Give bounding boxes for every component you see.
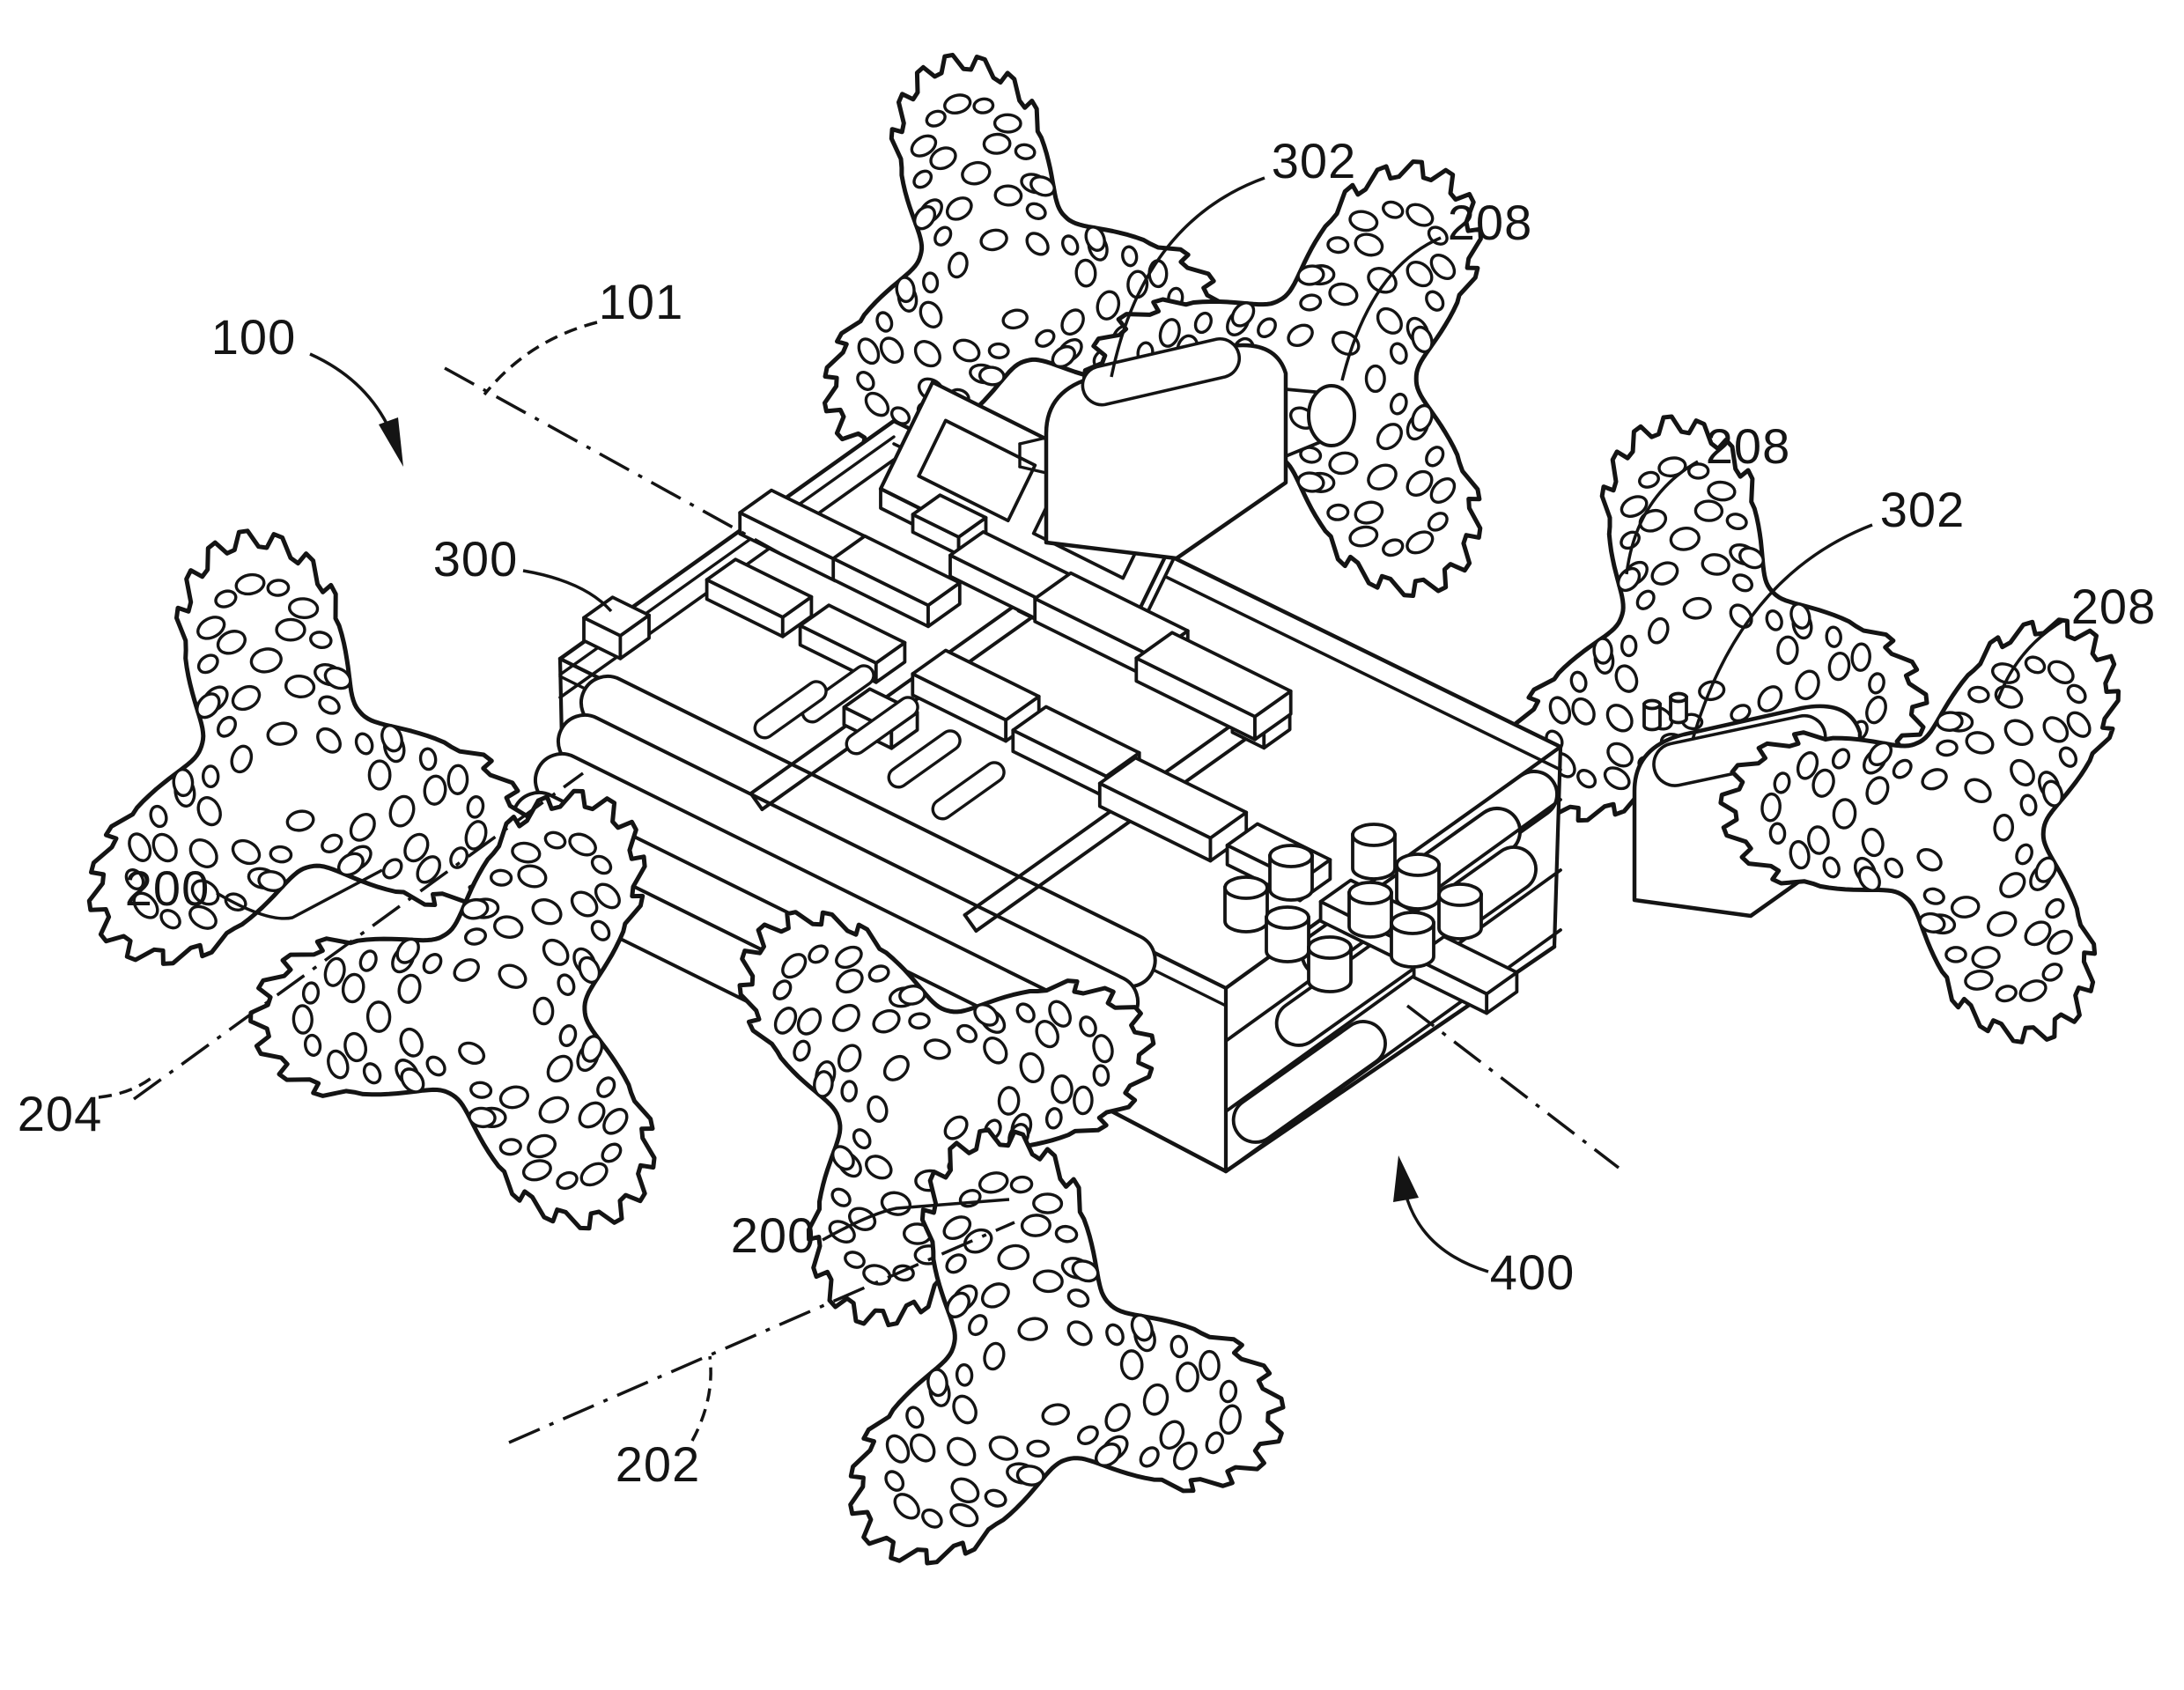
ref-label-200-left: 200 xyxy=(125,860,210,916)
whegs-front xyxy=(86,528,2121,1566)
leader-400 xyxy=(1406,1199,1489,1273)
leader-208-right-inner xyxy=(1625,460,1699,575)
pcb-cylinder-2 xyxy=(1307,946,1353,993)
pcb-stick-1 xyxy=(845,696,919,756)
ladder-window-0 xyxy=(917,418,1037,523)
leader-300 xyxy=(522,569,613,613)
pcb-cylinder-6 xyxy=(1351,833,1397,881)
ref-label-208-right-outer: 208 xyxy=(2071,579,2156,634)
pcb-stick-4 xyxy=(931,761,1006,821)
ref-label-101: 101 xyxy=(599,274,683,329)
leader-204 xyxy=(98,1076,153,1099)
leader-208-rear xyxy=(1340,236,1442,381)
leader-101 xyxy=(483,321,598,396)
wheg-bottom-inner xyxy=(737,910,1156,1328)
arrowhead-100 xyxy=(379,417,403,467)
pcb-cylinder-8 xyxy=(1437,893,1483,941)
ref-label-208-right-inner: 208 xyxy=(1706,418,1790,474)
centerline-202 xyxy=(508,1221,1015,1444)
pcb-block-8-top xyxy=(911,648,1041,722)
pcb-cylinder-4 xyxy=(1390,921,1435,969)
arrowhead-400 xyxy=(1393,1155,1419,1202)
leader-202 xyxy=(690,1355,712,1442)
panel-slot-2 xyxy=(1231,1020,1387,1144)
pcb-stick-3 xyxy=(887,729,962,789)
pcb-cylinder-5 xyxy=(1268,854,1314,902)
ref-label-302-right: 302 xyxy=(1880,482,1965,537)
pcb-stick-2 xyxy=(753,680,828,740)
wheg-bottom-outer xyxy=(848,1127,1286,1566)
motor-rear-recess xyxy=(1081,336,1242,407)
pcb-block-3-top xyxy=(798,603,907,665)
leader-302-rear xyxy=(1110,176,1265,378)
motor-right-pin-1 xyxy=(1669,696,1688,725)
bracket-300-top xyxy=(582,595,651,638)
motor-right-pin-0 xyxy=(1642,703,1662,732)
ref-label-200-bottom: 200 xyxy=(731,1207,815,1263)
leader-208-right-outer xyxy=(1996,618,2065,700)
pcb-block-11-top xyxy=(1097,756,1249,840)
pcb-block-1-top xyxy=(831,534,962,608)
motor-rear-coupler xyxy=(1307,384,1356,447)
ref-label-100: 100 xyxy=(211,309,296,365)
leader-200-bottom xyxy=(822,1198,1010,1242)
whegs-rear xyxy=(823,52,1929,823)
annotations: 100 101 300 302 208 208 302 208 200 204 … xyxy=(18,133,2156,1492)
wheg-left-inner xyxy=(248,788,657,1231)
leader-200-left xyxy=(216,868,383,920)
wheg-right-outer xyxy=(1718,617,2121,1044)
pcb-block-7-top xyxy=(1134,631,1293,719)
pcb-block-9-top xyxy=(1011,705,1141,779)
ref-label-202: 202 xyxy=(616,1436,700,1492)
ref-label-204: 204 xyxy=(18,1086,102,1141)
ref-label-300: 300 xyxy=(433,531,518,587)
ref-label-400: 400 xyxy=(1490,1244,1575,1300)
roller-left-0 xyxy=(579,674,1157,989)
leader-302-right xyxy=(1691,523,1873,741)
centerline-101-lower xyxy=(1406,1004,1620,1170)
ref-label-208-rear: 208 xyxy=(1448,195,1532,250)
centerline-101-upper xyxy=(444,366,780,555)
wheg-left-outer xyxy=(86,528,532,966)
ref-label-302-rear: 302 xyxy=(1272,133,1356,188)
pcb-block-4-top xyxy=(911,493,988,539)
pcb-block-2-top xyxy=(705,557,814,619)
